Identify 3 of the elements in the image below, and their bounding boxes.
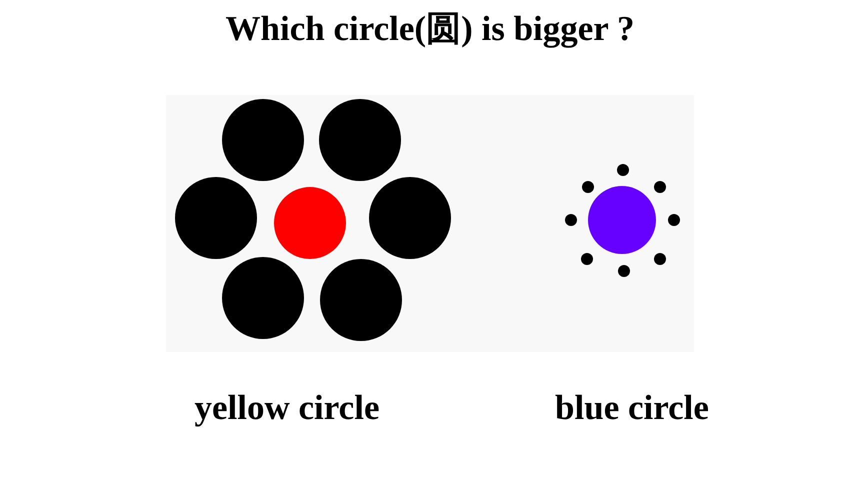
- title: Which circle(圆) is bigger ?: [226, 11, 634, 46]
- caption-label: yellow circle: [194, 390, 380, 425]
- caption-label: blue circle: [555, 390, 709, 425]
